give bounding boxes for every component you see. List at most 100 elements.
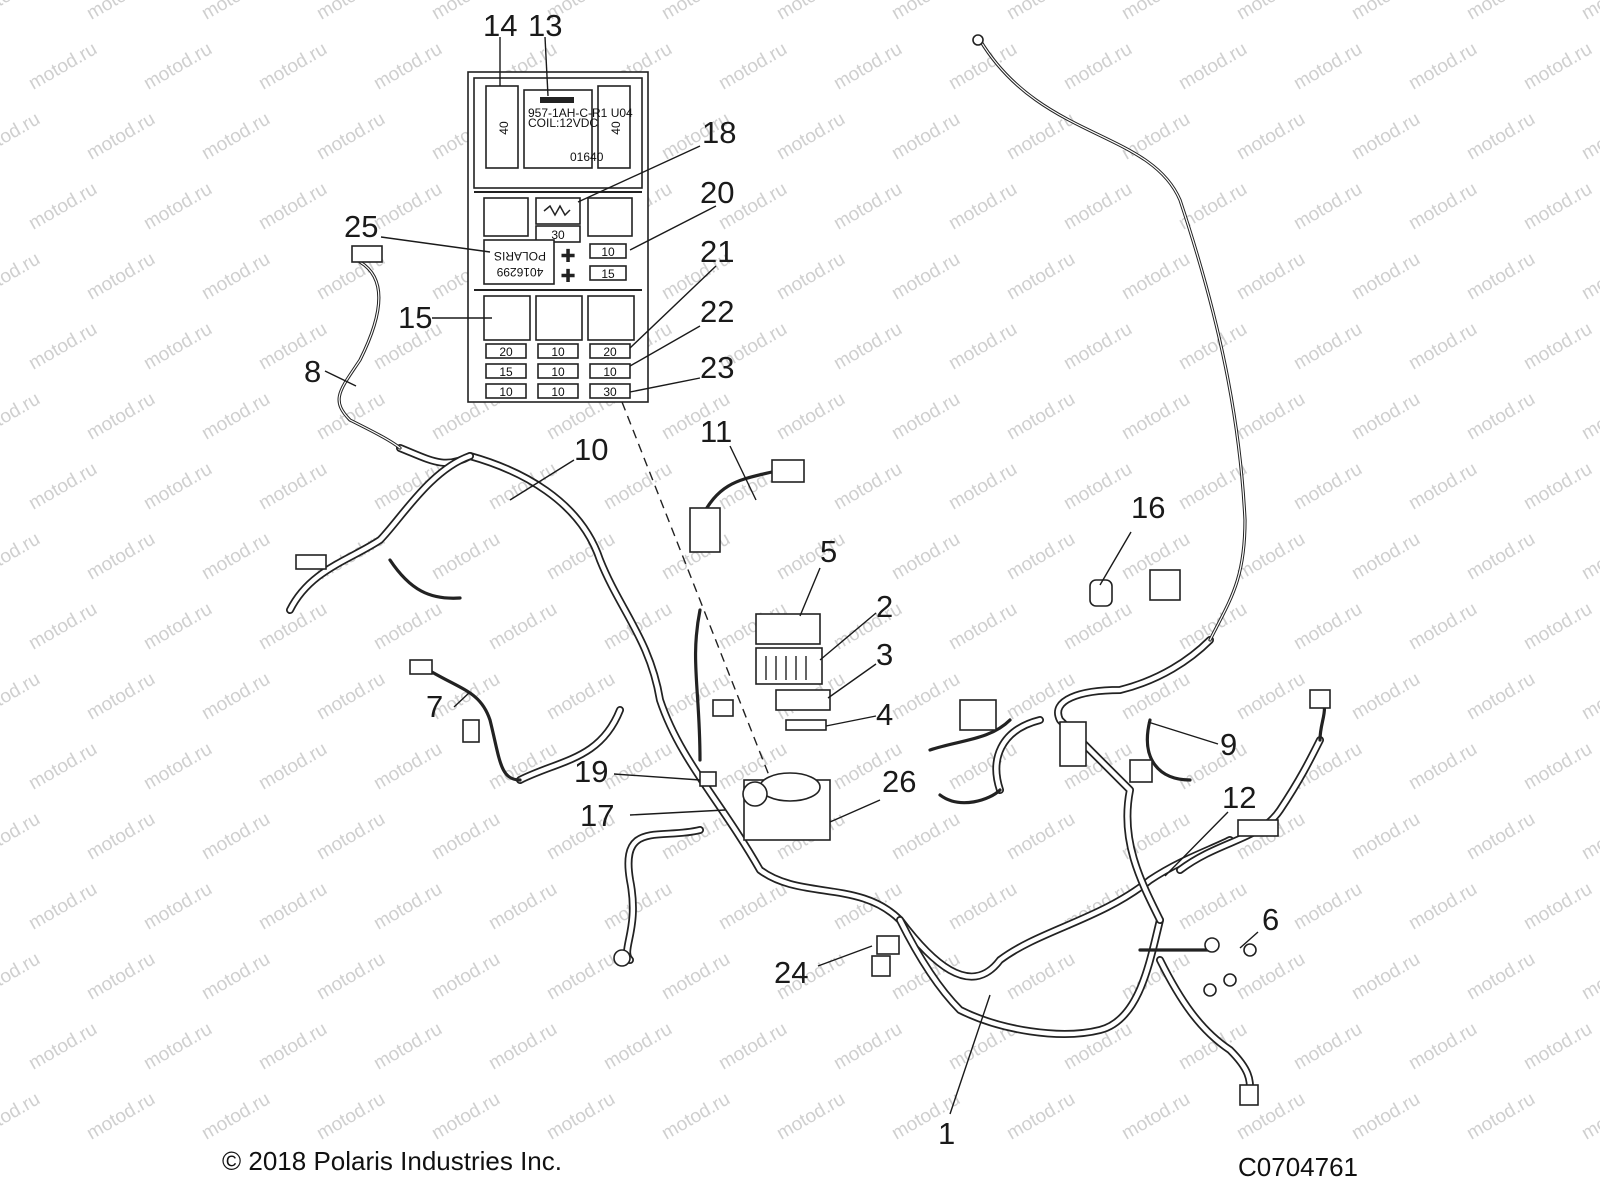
watermark-text: motod.ru (658, 1089, 733, 1145)
watermark-text: motod.ru (255, 39, 330, 95)
watermark-text: motod.ru (1520, 179, 1595, 235)
watermark-text: motod.ru (1463, 249, 1538, 305)
watermark-text: motod.ru (1348, 389, 1423, 445)
copyright-text: © 2018 Polaris Industries Inc. (222, 1146, 562, 1176)
watermark-text: motod.ru (428, 809, 503, 865)
fuse-rating: 20 (603, 345, 617, 359)
watermark-text: motod.ru (428, 949, 503, 1005)
watermark-text: motod.ru (1003, 949, 1078, 1005)
watermark-text: motod.ru (1348, 0, 1423, 24)
watermark-text: motod.ru (1003, 1089, 1078, 1145)
watermark-text: motod.ru (25, 879, 100, 935)
watermark-text: motod.ru (140, 319, 215, 375)
top-fuse-rating: 30 (551, 228, 565, 242)
watermark-text: motod.ru (140, 459, 215, 515)
clip-7 (462, 719, 480, 743)
watermark-text: motod.ru (1175, 179, 1250, 235)
watermark-text: motod.ru (1003, 0, 1078, 24)
watermark-text: motod.ru (1175, 599, 1250, 655)
drawing-code: C0704761 (1238, 1152, 1358, 1182)
watermark-text: motod.ru (83, 669, 158, 725)
fuse-slot (589, 343, 631, 359)
watermark-text: motod.ru (255, 459, 330, 515)
connector-7 (409, 659, 433, 675)
watermark-text: motod.ru (830, 319, 905, 375)
fuse-slot (589, 363, 631, 379)
watermark-text: motod.ru (945, 599, 1020, 655)
watermark-text: motod.ru (1463, 0, 1538, 24)
part-number-text: 4016299 (496, 265, 543, 279)
watermark-text: motod.ru (830, 459, 905, 515)
connector-9 (1129, 759, 1153, 783)
watermark-text: motod.ru (198, 809, 273, 865)
side-fuse-1: 10 (601, 245, 615, 259)
relay-code: 01640 (570, 150, 604, 164)
callout-17: 17 (580, 798, 614, 833)
fuse-rating: 20 (499, 345, 513, 359)
watermark-text: motod.ru (1578, 529, 1600, 585)
sensor-16 (1089, 579, 1113, 607)
watermark-text: motod.ru (83, 0, 158, 24)
watermark-text: motod.ru (773, 389, 848, 445)
watermark-text: motod.ru (945, 879, 1020, 935)
callout-11: 11 (700, 414, 732, 449)
watermark-text: motod.ru (1348, 249, 1423, 305)
watermark-text: motod.ru (715, 879, 790, 935)
fuse-slot (485, 383, 527, 399)
watermark-text: motod.ru (0, 669, 44, 725)
screw-6c (1203, 983, 1217, 997)
watermark-text: motod.ru (140, 39, 215, 95)
watermark-text: motod.ru (1118, 389, 1193, 445)
watermark-text: motod.ru (1060, 319, 1135, 375)
watermark-text: motod.ru (1578, 0, 1600, 24)
watermark-text: motod.ru (25, 459, 100, 515)
watermark-text: motod.ru (1578, 669, 1600, 725)
fuse-slot (537, 363, 579, 379)
watermark-text: motod.ru (773, 109, 848, 165)
watermark-text: motod.ru (140, 179, 215, 235)
watermark-text: motod.ru (0, 249, 44, 305)
leader-lines (324, 36, 1259, 1115)
watermark-text: motod.ru (83, 949, 158, 1005)
watermark-text: motod.ru (485, 879, 560, 935)
watermark-text: motod.ru (1463, 1089, 1538, 1145)
watermark-text: motod.ru (1348, 109, 1423, 165)
watermark-text: motod.ru (198, 669, 273, 725)
brand-text: POLARIS (494, 249, 546, 263)
watermark-text: motod.ru (945, 739, 1020, 795)
connector-8 (351, 245, 383, 263)
watermark-text: motod.ru (198, 529, 273, 585)
watermark-text: motod.ru (1520, 599, 1595, 655)
watermark-text: motod.ru (1463, 809, 1538, 865)
watermark-text: motod.ru (600, 739, 675, 795)
watermark-text: motod.ru (0, 109, 44, 165)
branch-wires (337, 38, 1326, 952)
watermark-text: motod.ru (715, 39, 790, 95)
watermark-text: motod.ru (198, 0, 273, 24)
watermark-text: motod.ru (945, 459, 1020, 515)
watermark-text: motod.ru (255, 179, 330, 235)
watermark-text: motod.ru (25, 179, 100, 235)
watermark-text: motod.ru (370, 599, 445, 655)
maxi-fuse-left (485, 85, 519, 169)
callout-20: 20 (700, 175, 734, 210)
callout-16: 16 (1131, 490, 1165, 525)
watermark-text: motod.ru (370, 179, 445, 235)
watermark-text: motod.ru (1405, 39, 1480, 95)
callout-22: 22 (700, 294, 734, 329)
watermark-text: motod.ru (543, 949, 618, 1005)
grommet-17 (742, 781, 768, 807)
svg-text:✚: ✚ (560, 266, 575, 286)
fuse-rating: 10 (551, 365, 565, 379)
clip-24 (871, 955, 891, 977)
watermark-text: motod.ru (1060, 39, 1135, 95)
relay-11 (689, 507, 721, 553)
watermark-text: motod.ru (1060, 599, 1135, 655)
connector-left (295, 554, 327, 570)
watermark-text: motod.ru (1233, 249, 1308, 305)
gasket-3 (775, 689, 831, 711)
callout-3: 3 (876, 637, 893, 672)
watermark-text: motod.ru (83, 529, 158, 585)
watermark-text: motod.ru (658, 0, 733, 24)
